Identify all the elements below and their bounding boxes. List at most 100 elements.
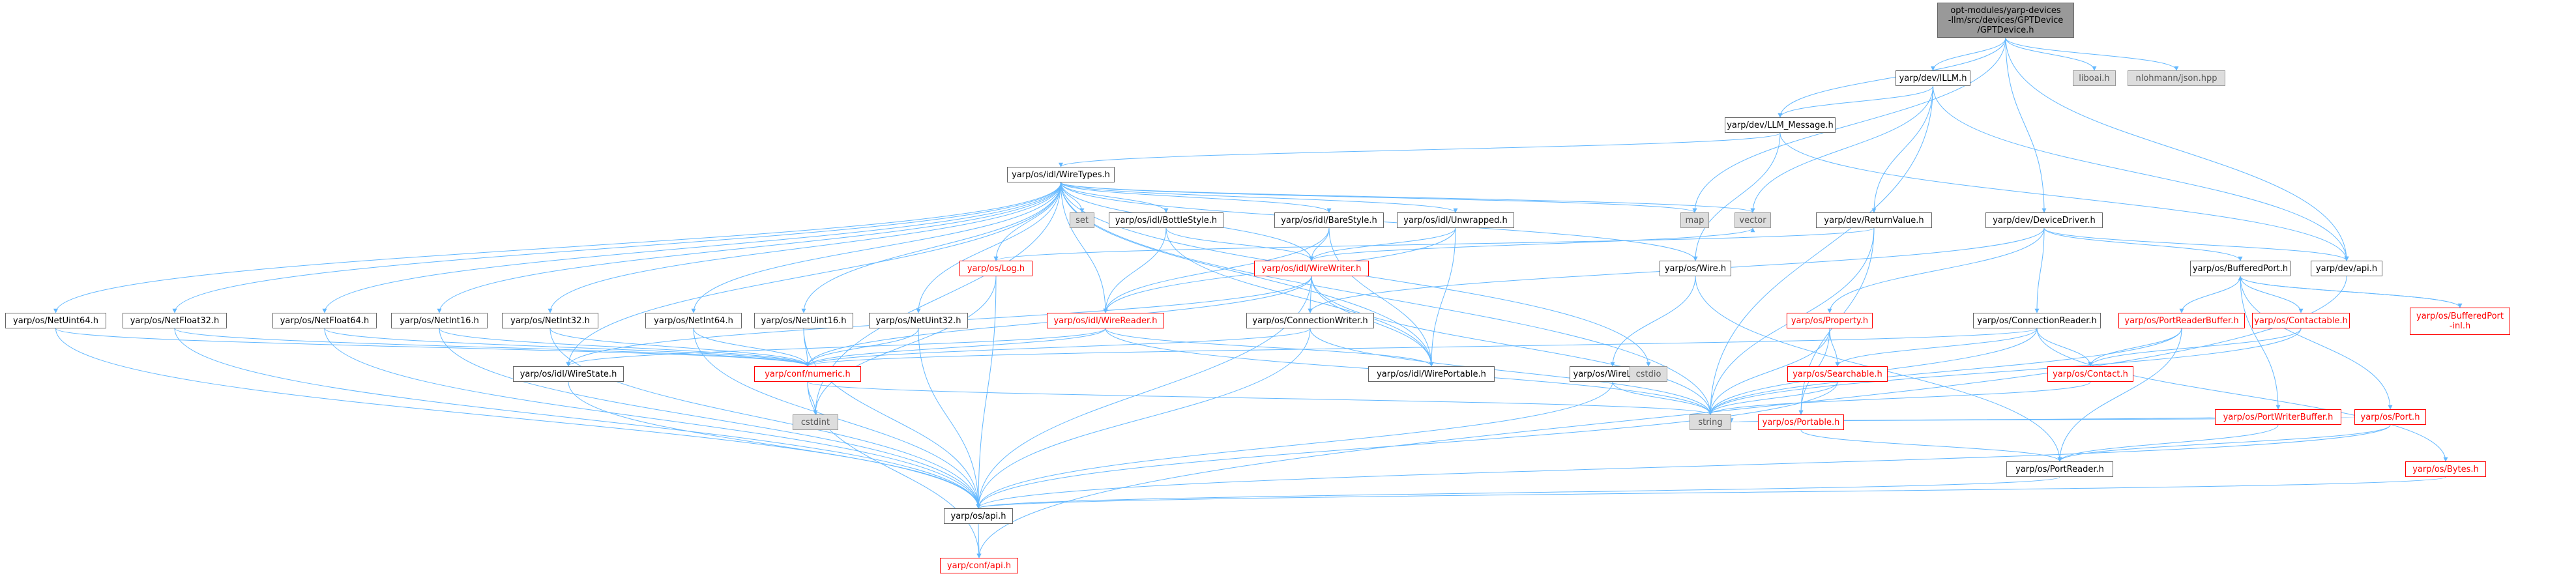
include-edge-numeric-to-string: [807, 381, 1713, 415]
include-edge-wirewriter-to-vector: [1311, 227, 1755, 261]
node-bytes[interactable]: yarp/os/Bytes.h: [2405, 461, 2486, 477]
include-edge-wiretypes-to-unwrapped: [1061, 182, 1458, 213]
include-edge-wiretypes-to-wirestate: [566, 182, 1061, 367]
include-edge-devicedriver-to-property: [1827, 227, 2045, 313]
node-conf-numeric[interactable]: yarp/conf/numeric.h: [754, 366, 861, 382]
node-netint32[interactable]: yarp/os/NetInt32.h: [502, 313, 598, 328]
include-edge-wiretypes-to-log: [993, 182, 1061, 261]
include-edge-wiretypes-to-barestyle: [1061, 182, 1332, 213]
node-contact[interactable]: yarp/os/Contact.h: [2047, 366, 2133, 382]
include-edge-barestyle-to-wireportable: [1328, 227, 1434, 367]
node-map[interactable]: map: [1680, 212, 1709, 228]
node-wire[interactable]: yarp/os/Wire.h: [1660, 261, 1731, 276]
node-wirereader[interactable]: yarp/os/idl/WireReader.h: [1047, 313, 1164, 328]
node-cstdio[interactable]: cstdio: [1630, 366, 1667, 382]
node-bottlestyle[interactable]: yarp/os/idl/BottleStyle.h: [1109, 212, 1223, 228]
include-edge-netuint64-to-numeric: [55, 328, 810, 367]
node-contactable[interactable]: yarp/os/Contactable.h: [2252, 313, 2350, 328]
include-edge-devapi-to-confapi: [976, 276, 2347, 558]
include-edge-wiretypes-to-netint64: [691, 182, 1061, 313]
include-edge-searchable-to-osapi: [976, 381, 1838, 509]
node-bufferedport-inl[interactable]: yarp/os/BufferedPort -inl.h: [2410, 308, 2510, 335]
include-edge-wiretypes-to-map: [1061, 182, 1697, 213]
node-llm-message[interactable]: yarp/dev/LLM_Message.h: [1725, 117, 1836, 133]
include-edge-numeric-to-confapi: [807, 381, 982, 558]
include-edge-llm-to-returnvalue: [1871, 85, 1933, 213]
include-edge-llm-to-devapi: [1933, 85, 2349, 261]
include-edge-netfloat64-to-osapi: [324, 328, 981, 509]
include-edge-llm-to-string: [1708, 85, 1933, 415]
include-edge-llm_message-to-wiretypes: [1059, 132, 1781, 167]
node-unwrapped[interactable]: yarp/os/idl/Unwrapped.h: [1397, 212, 1514, 228]
include-edge-bufferedport-to-contactable: [2240, 276, 2304, 313]
include-edge-netint16-to-numeric: [439, 328, 810, 367]
node-barestyle[interactable]: yarp/os/idl/BareStyle.h: [1274, 212, 1384, 228]
node-connectionreader[interactable]: yarp/os/ConnectionReader.h: [1973, 313, 2101, 328]
include-edge-barestyle-to-wirereader: [1103, 227, 1330, 313]
node-wirestate[interactable]: yarp/os/idl/WireState.h: [513, 366, 624, 382]
include-edge-root-to-devapi: [2005, 37, 2349, 261]
include-edge-connectionreader-to-searchable: [1835, 328, 2038, 367]
node-portable[interactable]: yarp/os/Portable.h: [1758, 414, 1844, 430]
node-log[interactable]: yarp/os/Log.h: [959, 261, 1032, 276]
include-edge-root-to-map: [1692, 37, 2006, 213]
node-gptdevice-root: opt-modules/yarp-devices -llm/src/device…: [1937, 3, 2074, 38]
include-edge-connectionreader-to-numeric: [805, 328, 2038, 367]
node-portreaderbuffer[interactable]: yarp/os/PortReaderBuffer.h: [2118, 313, 2245, 328]
node-illm[interactable]: yarp/dev/ILLM.h: [1895, 70, 1970, 86]
node-portreader[interactable]: yarp/os/PortReader.h: [2006, 461, 2113, 477]
node-netuint16[interactable]: yarp/os/NetUint16.h: [754, 313, 853, 328]
include-edge-unwrapped-to-wirewriter: [1309, 227, 1456, 261]
include-edge-wirestate-to-osapi: [568, 381, 981, 509]
include-edge-connectionwriter-to-numeric: [805, 328, 1311, 367]
node-netint64[interactable]: yarp/os/NetInt64.h: [645, 313, 742, 328]
include-edge-log-to-cstdint: [813, 276, 997, 415]
node-cstdint[interactable]: cstdint: [793, 414, 838, 430]
include-edge-connectionwriter-to-osapi: [976, 328, 1311, 509]
node-returnvalue[interactable]: yarp/dev/ReturnValue.h: [1816, 212, 1932, 228]
include-edge-bottlestyle-to-wirewriter: [1165, 227, 1314, 261]
include-edge-wirereader-to-numeric: [805, 328, 1106, 367]
node-string[interactable]: string: [1690, 414, 1731, 430]
node-wirewriter[interactable]: yarp/os/idl/WireWriter.h: [1254, 261, 1369, 276]
node-netuint32[interactable]: yarp/os/NetUint32.h: [869, 313, 968, 328]
node-netfloat64[interactable]: yarp/os/NetFloat64.h: [272, 313, 377, 328]
include-edge-connectionwriter-to-string: [1310, 328, 1713, 415]
node-liboai[interactable]: liboai.h: [2073, 70, 2116, 86]
node-wiretypes[interactable]: yarp/os/idl/WireTypes.h: [1007, 167, 1115, 182]
node-bufferedport[interactable]: yarp/os/BufferedPort.h: [2190, 261, 2291, 276]
include-edge-portreaderbuffer-to-portreader: [2057, 328, 2182, 462]
node-connectionwriter[interactable]: yarp/os/ConnectionWriter.h: [1246, 313, 1374, 328]
node-portwriterbuffer[interactable]: yarp/os/PortWriterBuffer.h: [2215, 409, 2341, 425]
include-edge-portable-to-portreader: [1800, 429, 2062, 462]
node-os-api[interactable]: yarp/os/api.h: [944, 508, 1013, 524]
include-edge-netint64-to-numeric: [693, 328, 810, 367]
include-edge-bufferedport_inl-to-bufferedport: [2238, 276, 2461, 308]
include-edge-portreaderbuffer-to-contact: [2088, 328, 2182, 367]
include-edge-bytes-to-osapi: [976, 476, 2446, 509]
include-edge-wirewriter-to-string: [1311, 276, 1713, 415]
include-edge-netint32-to-osapi: [549, 328, 981, 509]
include-edge-connectionreader-to-contact: [2036, 328, 2093, 367]
node-devicedriver[interactable]: yarp/dev/DeviceDriver.h: [1985, 212, 2103, 228]
include-edge-portreader-to-osapi: [976, 476, 2060, 509]
node-searchable[interactable]: yarp/os/Searchable.h: [1787, 366, 1888, 382]
node-wireportable[interactable]: yarp/os/idl/WirePortable.h: [1368, 366, 1495, 382]
node-port[interactable]: yarp/os/Port.h: [2354, 409, 2426, 425]
node-set[interactable]: set: [1070, 212, 1094, 228]
node-netfloat32[interactable]: yarp/os/NetFloat32.h: [123, 313, 227, 328]
include-edge-wire-to-wirelink: [1610, 276, 1696, 367]
node-dev-api[interactable]: yarp/dev/api.h: [2311, 261, 2382, 276]
include-edge-netfloat64-to-numeric: [324, 328, 810, 367]
include-edge-wiretypes-to-wirereader: [1061, 182, 1108, 313]
node-vector[interactable]: vector: [1734, 212, 1771, 228]
node-conf-api[interactable]: yarp/conf/api.h: [940, 558, 1018, 573]
include-edge-netint16-to-osapi: [439, 328, 981, 509]
node-netuint64[interactable]: yarp/os/NetUint64.h: [5, 313, 106, 328]
node-netint16[interactable]: yarp/os/NetInt16.h: [391, 313, 488, 328]
include-edge-devicedriver-to-connectionreader: [2034, 227, 2045, 313]
node-nlohmann-json[interactable]: nlohmann/json.hpp: [2128, 70, 2225, 86]
include-edge-netfloat32-to-osapi: [174, 328, 981, 509]
node-property[interactable]: yarp/os/Property.h: [1787, 313, 1873, 328]
include-edge-netuint32-to-numeric: [805, 328, 919, 367]
